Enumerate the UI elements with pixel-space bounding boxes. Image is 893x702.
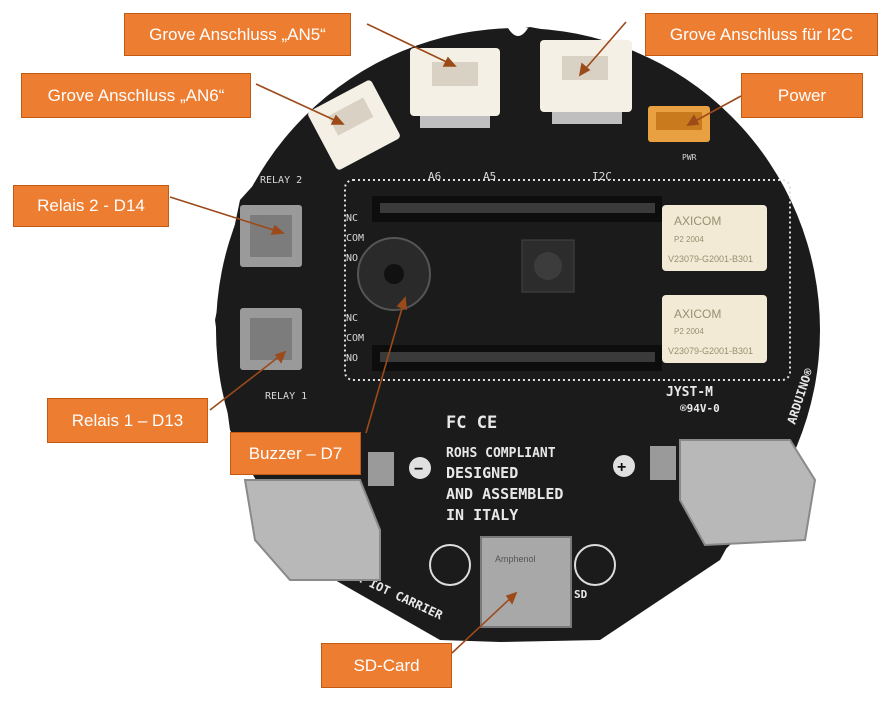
designed-text: DESIGNED <box>446 464 518 482</box>
mount-hole-left <box>429 544 471 586</box>
battery-holder-left <box>243 452 394 581</box>
jyst-text: JYST-M <box>666 385 713 400</box>
relay-bottom-rating: P2 2004 <box>674 327 704 336</box>
power-connector <box>648 106 710 142</box>
arrow-buzzer-head <box>396 296 407 311</box>
arrow-power-head <box>686 114 700 126</box>
silk-a5: A5 <box>483 170 496 183</box>
mount-hole-right <box>574 544 616 586</box>
relay1-com: COM <box>346 333 364 344</box>
relay-top-model: V23079-G2001-B301 <box>668 254 753 264</box>
arrow-relay1 <box>209 351 286 411</box>
callout-relay1: Relais 1 – D13 <box>47 398 208 443</box>
arrow-i2c <box>579 21 627 76</box>
minus-mark <box>409 457 431 479</box>
callout-relay2: Relais 2 - D14 <box>13 185 169 227</box>
silk-a6: A6 <box>428 170 441 183</box>
sd-silk: SD <box>574 588 588 601</box>
relay-component-bottom: AXICOM P2 2004 V23079-G2001-B301 <box>662 295 767 363</box>
rohs-text: ROHS COMPLIANT <box>446 446 556 461</box>
ul-text: ®94V-0 <box>680 402 720 415</box>
relay2-nc: NC <box>346 213 358 224</box>
relay1-terminal <box>240 308 302 370</box>
callout-sdcard: SD-Card <box>321 643 452 688</box>
callout-buzzer: Buzzer – D7 <box>230 432 361 475</box>
arrow-relay2 <box>169 196 284 234</box>
buzzer <box>357 237 431 311</box>
arrow-an6-head <box>330 114 345 125</box>
minus-sign: − <box>414 461 423 478</box>
grove-connector-i2c <box>540 40 632 124</box>
relay1-silk: RELAY 1 <box>265 391 307 402</box>
grove-connector-an5 <box>410 48 500 128</box>
callout-an5: Grove Anschluss „AN5“ <box>124 13 351 56</box>
relay-top-rating: P2 2004 <box>674 235 704 244</box>
arrow-an6 <box>255 83 344 125</box>
plus-mark <box>613 455 635 477</box>
arrow-relay1-head <box>274 350 287 364</box>
nano-header-bottom <box>372 345 662 371</box>
arrow-an5 <box>366 23 456 67</box>
relay2-com: COM <box>346 233 364 244</box>
relay2-no: NO <box>346 253 358 264</box>
sd-brand: Amphenol <box>495 554 536 564</box>
arrow-sdcard <box>451 592 517 654</box>
callout-i2c: Grove Anschluss für I2C <box>645 13 878 56</box>
plus-sign: + <box>617 459 626 476</box>
relay2-silk: RELAY 2 <box>260 175 302 186</box>
relay1-nc: NC <box>346 313 358 324</box>
nano-outline <box>344 179 791 381</box>
arrow-buzzer <box>365 297 406 434</box>
battery-holder-right <box>650 439 817 547</box>
relay-bottom-brand: AXICOM <box>674 307 721 321</box>
nano-header-top <box>372 196 662 222</box>
assembled-text: AND ASSEMBLED <box>446 485 563 503</box>
silk-pwr: PWR <box>682 153 697 162</box>
relay-bottom-model: V23079-G2001-B301 <box>668 346 753 356</box>
italy-text: IN ITALY <box>446 506 518 524</box>
callout-an6: Grove Anschluss „AN6“ <box>21 73 251 118</box>
arrow-relay2-head <box>270 224 285 235</box>
callout-arrows <box>169 21 742 654</box>
arrow-sdcard-head <box>505 591 518 605</box>
arrow-an5-head <box>442 56 457 67</box>
silk-i2c: I2C <box>592 170 612 183</box>
arrow-i2c-head <box>578 62 591 77</box>
grove-connector-an6 <box>308 80 400 170</box>
callout-power: Power <box>741 73 863 118</box>
fc-ce-mark: FC CE <box>446 413 497 433</box>
relay-component-top: AXICOM P2 2004 V23079-G2001-B301 <box>662 205 767 271</box>
relay-top-brand: AXICOM <box>674 214 721 228</box>
relay1-no: NO <box>346 353 358 364</box>
relay2-terminal <box>240 205 302 267</box>
